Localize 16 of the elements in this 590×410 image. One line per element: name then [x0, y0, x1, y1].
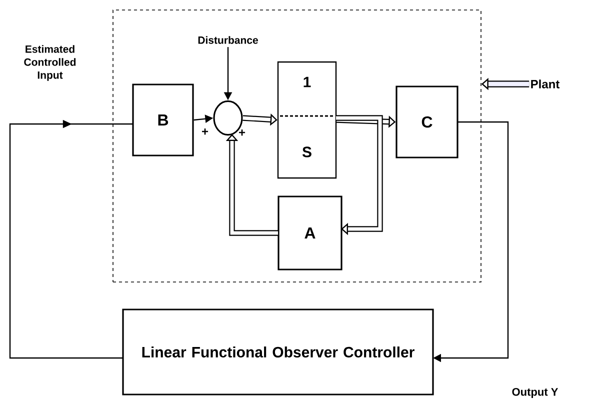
- hollow-arrow: [336, 115, 383, 236]
- hollow-arrow: [226, 134, 278, 236]
- connector-arrow: [9, 120, 133, 359]
- edge-label: +: [202, 128, 208, 135]
- edge-label: Estimated Controlled Input: [24, 45, 76, 81]
- block-box: C: [396, 86, 458, 158]
- summing-junction: [213, 100, 243, 136]
- dashed-boundary: [112, 10, 482, 282]
- edge-label: Output Y: [512, 388, 558, 398]
- block-box: A: [278, 196, 342, 270]
- block-box: B: [132, 84, 194, 156]
- signal-label: Disturbance: [198, 36, 258, 44]
- signal-label: Plant: [531, 80, 560, 88]
- edge-label: +: [239, 129, 246, 136]
- integrator-box: 1 S: [277, 61, 337, 179]
- block-box: Linear Functional Observer Controller: [122, 308, 434, 396]
